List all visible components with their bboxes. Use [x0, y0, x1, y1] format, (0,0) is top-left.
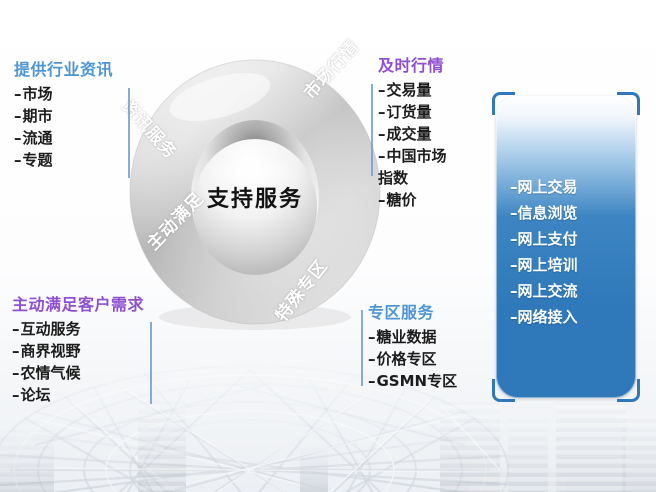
list-item-continuation: 指数: [378, 169, 409, 187]
accent-line-info: [128, 88, 130, 178]
list-item: –糖价: [378, 189, 447, 211]
dash-glyph: –: [510, 256, 518, 274]
list-item-label: 期市: [22, 107, 53, 125]
dash-glyph: –: [12, 364, 20, 382]
list-item-label: 价格专区: [376, 350, 437, 368]
text-block-info: 提供行业资讯 –市场 –期市 –流通 –专题: [14, 60, 113, 171]
list-item: –互动服务: [12, 318, 144, 340]
dash-glyph: –: [510, 230, 518, 248]
panel-item: –网上交易: [510, 174, 578, 200]
services-panel: –网上交易 –信息浏览 –网上支付 –网上培训 –网上交流 –网络接入: [492, 92, 640, 402]
dash-glyph: –: [378, 81, 386, 99]
list-item: –GSMN专区: [368, 370, 457, 392]
dash-glyph: –: [368, 328, 376, 346]
list-item-label: 农情气候: [20, 364, 81, 382]
accent-line-quote: [371, 84, 373, 176]
panel-item: –信息浏览: [510, 200, 578, 226]
dash-glyph: –: [378, 103, 386, 121]
dash-glyph: –: [378, 191, 386, 209]
list-item-label: 流通: [22, 129, 53, 147]
list-item-label: 中国市场: [386, 147, 447, 165]
list-item-label: 商界视野: [20, 342, 81, 360]
torus-shape: [129, 59, 381, 330]
dash-glyph: –: [378, 147, 386, 165]
panel-item-label: 网上交易: [517, 178, 578, 196]
list-item-label: 互动服务: [20, 320, 81, 338]
list-item: –糖业数据: [368, 326, 457, 348]
list-item: –流通: [14, 127, 113, 149]
accent-line-zone: [361, 310, 363, 386]
list-item: –交易量: [378, 79, 447, 101]
dash-glyph: –: [14, 85, 22, 103]
list-item-label: 市场: [22, 85, 53, 103]
core-label: 支持服务: [206, 187, 303, 212]
panel-item: –网络接入: [510, 304, 578, 330]
list-item-label: 糖价: [386, 191, 417, 209]
list-quote: –交易量 –订货量 –成交量 –中国市场 指数 –糖价: [378, 79, 447, 211]
list-item-label: 专题: [22, 151, 53, 169]
list-item-label: 糖业数据: [376, 328, 437, 346]
dash-glyph: –: [510, 204, 518, 222]
panel-item-label: 信息浏览: [517, 204, 578, 222]
panel-item-label: 网上培训: [517, 256, 578, 274]
panel-item: –网上支付: [510, 226, 578, 252]
list-item: –论坛: [12, 384, 144, 406]
list-item: –农情气候: [12, 362, 144, 384]
panel-item-label: 网上交流: [517, 282, 578, 300]
list-item-label: 成交量: [386, 125, 432, 143]
list-item: –期市: [14, 105, 113, 127]
panel-inner-border: [496, 96, 636, 398]
heading-quote: 及时行情: [378, 56, 445, 75]
central-torus-diagram: 资讯服务 市场行情 主动满足 特殊专区 支持服务: [117, 37, 382, 330]
accent-line-demand: [150, 322, 152, 404]
list-item: –订货量: [378, 101, 447, 123]
text-block-demand: 主动满足客户需求 –互动服务 –商界视野 –农情气候 –论坛: [12, 295, 144, 406]
dash-glyph: –: [378, 125, 386, 143]
dash-glyph: –: [510, 178, 518, 196]
list-item-label: 订货量: [386, 103, 432, 121]
corner-bracket-top-left: [492, 92, 515, 115]
list-item: –中国市场: [378, 145, 447, 167]
corner-bracket-top-right: [617, 92, 640, 115]
list-item: –专题: [14, 149, 113, 171]
heading-zone: 专区服务: [368, 303, 435, 322]
heading-info: 提供行业资讯: [14, 60, 114, 79]
corner-bracket-bottom-left: [492, 379, 515, 402]
text-block-zone: 专区服务 –糖业数据 –价格专区 –GSMN专区: [368, 303, 457, 392]
list-item: –市场: [14, 83, 113, 105]
list-demand: –互动服务 –商界视野 –农情气候 –论坛: [12, 318, 144, 406]
list-item-label: 交易量: [386, 81, 432, 99]
dash-glyph: –: [12, 320, 20, 338]
corner-bracket-bottom-right: [617, 379, 640, 402]
dash-glyph: –: [510, 308, 518, 326]
panel-item-label: 网络接入: [517, 308, 578, 326]
panel-item-label: 网上支付: [517, 230, 578, 248]
dash-glyph: –: [12, 386, 20, 404]
dash-glyph: –: [14, 151, 22, 169]
list-item: –商界视野: [12, 340, 144, 362]
dash-glyph: –: [14, 107, 22, 125]
dash-glyph: –: [368, 350, 376, 368]
panel-item: –网上交流: [510, 278, 578, 304]
heading-demand: 主动满足客户需求: [12, 295, 145, 314]
list-item: –价格专区: [368, 348, 457, 370]
list-item-label: 论坛: [20, 386, 51, 404]
text-block-quote: 及时行情 –交易量 –订货量 –成交量 –中国市场 指数 –糖价: [378, 56, 447, 211]
dash-glyph: –: [12, 342, 20, 360]
dash-glyph: –: [368, 372, 376, 390]
dash-glyph: –: [510, 282, 518, 300]
list-zone: –糖业数据 –价格专区 –GSMN专区: [368, 326, 457, 392]
list-item-label: GSMN专区: [376, 372, 458, 390]
list-item: –成交量: [378, 123, 447, 145]
panel-list: –网上交易 –信息浏览 –网上支付 –网上培训 –网上交流 –网络接入: [510, 174, 578, 330]
list-info: –市场 –期市 –流通 –专题: [14, 83, 113, 171]
dash-glyph: –: [14, 129, 22, 147]
panel-item: –网上培训: [510, 252, 578, 278]
